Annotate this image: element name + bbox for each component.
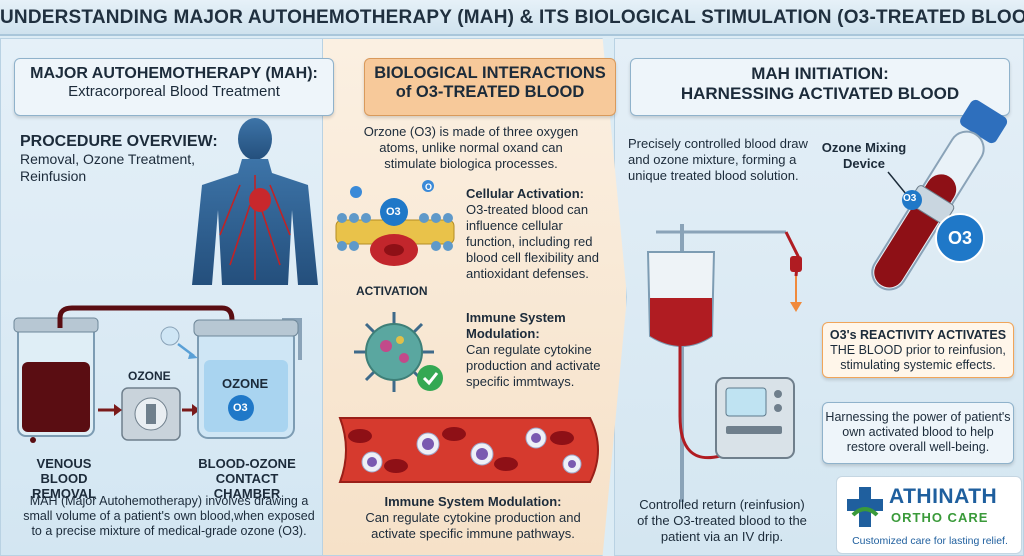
activation-label: ACTIVATION — [356, 284, 428, 298]
left-desc-1: MAH (Major Autohemotherapy) involves dra… — [29, 494, 309, 508]
bottom-immune-title: Immune System Modulation: — [384, 494, 562, 509]
title-bar: UNDERSTANDING MAJOR AUTOHEMOTHERAPY (MAH… — [0, 0, 1024, 36]
right-header-line-2: HARNESSING ACTIVATED BLOOD — [680, 84, 960, 103]
cell-activation-illustration — [335, 180, 455, 266]
middle-header-box: BIOLOGICAL INTERACTIONS of O3-TREATED BL… — [364, 58, 616, 116]
right-intro-3: unique treated blood solution. — [628, 168, 799, 183]
right-header-box: MAH INITIATION: HARNESSING ACTIVATED BLO… — [630, 58, 1010, 116]
iv-drip-illustration — [646, 224, 802, 502]
right-intro: Precisely controlled blood draw and ozon… — [628, 136, 818, 184]
device-label-2: Device — [843, 156, 885, 171]
power-line-3: restore overall well-being. — [846, 440, 990, 454]
procedure-overview: PROCEDURE OVERVIEW: Removal, Ozone Treat… — [20, 133, 220, 185]
immune-title-1: Immune System — [466, 310, 566, 325]
right-header-line-1: MAH INITIATION: — [751, 64, 889, 83]
chamber-o3-label: O3 — [233, 402, 248, 414]
bottom-immune-text: Immune System Modulation: Can regulate c… — [340, 494, 606, 542]
brand-card: ATHINATH ORTHO CARE Customized care for … — [836, 476, 1022, 554]
cell-line-5: antioxidant defenses. — [466, 266, 589, 281]
reactivity-line-1: O3's REACTIVITY ACTIVATES — [829, 328, 1007, 342]
cellular-activation-text: Cellular Activation: O3-treated blood ca… — [466, 186, 616, 282]
immune-line-2: production and activate — [466, 358, 601, 373]
cell-line-2: influence cellular — [466, 218, 563, 233]
blood-vessel-illustration — [338, 417, 599, 483]
ozone-label: OZONE — [128, 369, 171, 383]
left-header-title: MAJOR AUTOHEMOTHERAPY (MAH): — [30, 65, 318, 82]
left-description: MAH (Major Autohemotherapy) involves dra… — [4, 494, 334, 539]
brand-name: ATHINATH — [889, 485, 998, 508]
blood-ozone-process-illustration — [13, 305, 302, 443]
immune-line-1: Can regulate cytokine — [466, 342, 592, 357]
immune-modulation-text: Immune System Modulation: Can regulate c… — [466, 310, 616, 390]
tube-o3-big-label: O3 — [948, 228, 973, 248]
left-desc-2: small volume of a patient's own blood,wh… — [23, 509, 315, 523]
page-title: UNDERSTANDING MAJOR AUTOHEMOTHERAPY (MAH… — [0, 7, 1024, 28]
middle-intro: Orzone (O3) is made of three oxygen atom… — [346, 124, 596, 172]
blood-ozone-chamber-label: BLOOD-OZONE CONTACT CHAMBER — [182, 456, 312, 501]
cell-line-3: function, including red — [466, 234, 593, 249]
brand-sub: ORTHO CARE — [891, 510, 989, 525]
human-body-illustration — [192, 118, 318, 285]
mid-intro-1: Orzone (O3) is made of three oxygen — [363, 124, 579, 139]
device-label-1: Ozone Mixing — [821, 140, 907, 155]
return-line-2: of the O3-treated blood to the — [637, 513, 807, 528]
cell-line-4: blood cell flexibility and — [466, 250, 599, 265]
activation-o-label: O — [425, 182, 433, 192]
left-header-subtitle: Extracorporeal Blood Treatment — [68, 83, 280, 100]
immune-line-3: specific immtways. — [466, 374, 575, 389]
removal-label-1: VENOUS BLOOD — [36, 456, 92, 486]
bottom-immune-line-1: Can regulate cytokine production and — [365, 510, 581, 525]
overview-title: PROCEDURE OVERVIEW: — [20, 133, 218, 150]
immune-title-2: Modulation: — [466, 326, 540, 341]
power-line-2: own activated blood to help — [842, 425, 994, 439]
overview-line-2: Reinfusion — [20, 168, 87, 184]
brand-tagline: Customized care for lasting relief. — [852, 535, 1008, 547]
middle-header-line-1: BIOLOGICAL INTERACTIONS — [374, 64, 606, 82]
mid-intro-2: atoms, unlike normal oxand can — [379, 140, 563, 155]
reactivity-line-2: THE BLOOD prior to reinfusion, — [830, 343, 1006, 357]
left-desc-3: to a precise mixture of medical-grade oz… — [31, 524, 307, 538]
immune-virus-illustration — [354, 312, 443, 392]
venous-blood-removal-label: VENOUS BLOOD REMOVAL — [14, 456, 114, 501]
bottom-immune-line-2: activate specific immune pathways. — [371, 526, 575, 541]
power-line-1: Harnessing the power of patient's — [825, 410, 1011, 424]
ozone-reactivity-box: O3's REACTIVITY ACTIVATES THE BLOOD prio… — [822, 322, 1014, 378]
cellular-activation-title: Cellular Activation: — [466, 186, 584, 201]
right-intro-2: and ozone mixture, forming a — [628, 152, 797, 167]
harnessing-power-box: Harnessing the power of patient's own ac… — [822, 402, 1014, 464]
return-line-3: patient via an IV drip. — [660, 529, 784, 544]
chamber-label-2: CONTACT CHAMBER — [213, 471, 281, 501]
reinfusion-text: Controlled return (reinfusion) of the O3… — [622, 497, 822, 545]
brand-logo-icon — [847, 487, 883, 527]
reactivity-line-3: stimulating systemic effects. — [840, 358, 996, 372]
blood-tube-illustration — [871, 99, 1008, 291]
overview-line-1: Removal, Ozone Treatment, — [20, 151, 196, 167]
middle-header-line-2: of O3-TREATED BLOOD — [395, 83, 585, 101]
activation-o3-label: O3 — [386, 206, 401, 218]
tube-o3-small-label: O3 — [903, 193, 917, 204]
ozone-mixing-device-label: Ozone Mixing Device — [816, 140, 912, 172]
right-intro-1: Precisely controlled blood draw — [628, 136, 808, 151]
return-line-1: Controlled return (reinfusion) — [639, 497, 805, 512]
mid-intro-3: stimulate biologica processes. — [384, 156, 558, 171]
left-header-box: MAJOR AUTOHEMOTHERAPY (MAH): Extracorpor… — [14, 58, 334, 116]
ozone-chamber-label: OZONE — [222, 376, 269, 391]
cell-line-1: O3-treated blood can — [466, 202, 589, 217]
chamber-label-1: BLOOD-OZONE — [198, 456, 296, 471]
left-panel — [0, 38, 352, 556]
removal-label-2: REMOVAL — [31, 486, 97, 501]
